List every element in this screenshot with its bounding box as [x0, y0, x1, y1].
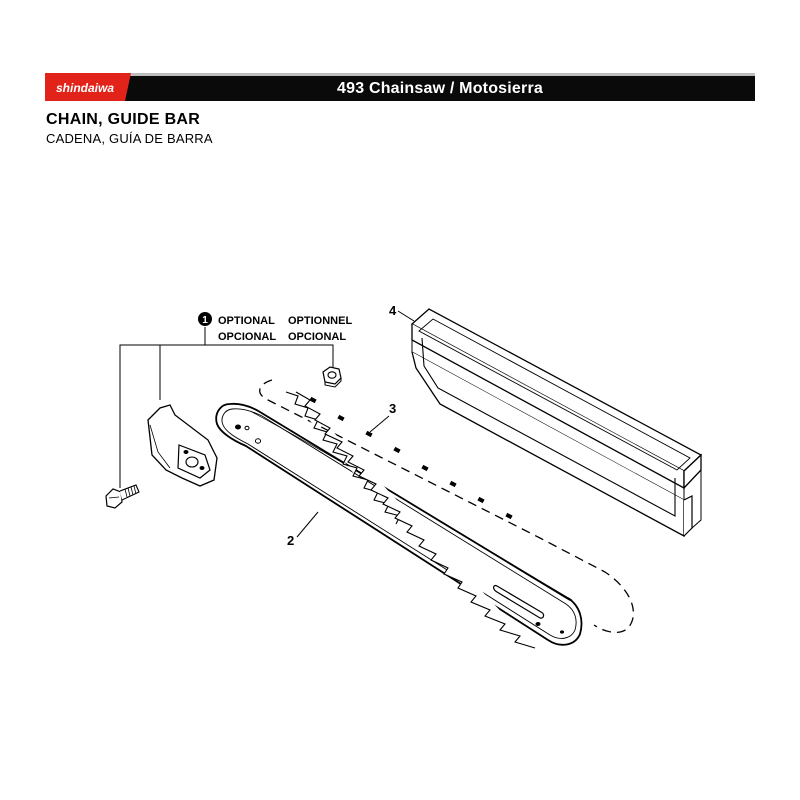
optional-fr-label: OPTIONNEL [288, 315, 352, 327]
optional-es-label-2: OPCIONAL [288, 331, 346, 343]
section-title: CHAIN, GUIDE BAR [46, 111, 201, 128]
callout-1-number: 1 [202, 315, 208, 326]
callout-2-number: 2 [287, 533, 294, 548]
callout-3-number: 3 [389, 401, 396, 416]
header-bar: shindaiwa 493 Chainsaw / Motosierra [45, 73, 755, 101]
guide-bar [215, 402, 583, 646]
section-subtitle: CADENA, GUÍA DE BARRA [46, 131, 213, 146]
bar-nut [322, 366, 342, 388]
page-title: 493 Chainsaw / Motosierra [337, 79, 543, 97]
callout-4-number: 4 [389, 303, 397, 318]
bolt [105, 484, 140, 509]
logo-text: shindaiwa [56, 81, 114, 95]
header-stripe [45, 73, 755, 76]
optional-en-label: OPTIONAL [218, 315, 275, 327]
bar-cover [410, 308, 703, 538]
header-background [125, 76, 755, 101]
shindaiwa-logo: shindaiwa [45, 73, 131, 101]
callout-2: 2 [287, 511, 319, 548]
callout-3: 3 [369, 401, 396, 433]
bar-plate [147, 404, 218, 487]
callout-4: 4 [389, 303, 415, 322]
optional-es-label-1: OPCIONAL [218, 331, 276, 343]
callout-1: 1 OPTIONAL OPTIONNEL OPCIONAL OPCIONAL [119, 312, 352, 488]
saw-chain [259, 379, 635, 649]
